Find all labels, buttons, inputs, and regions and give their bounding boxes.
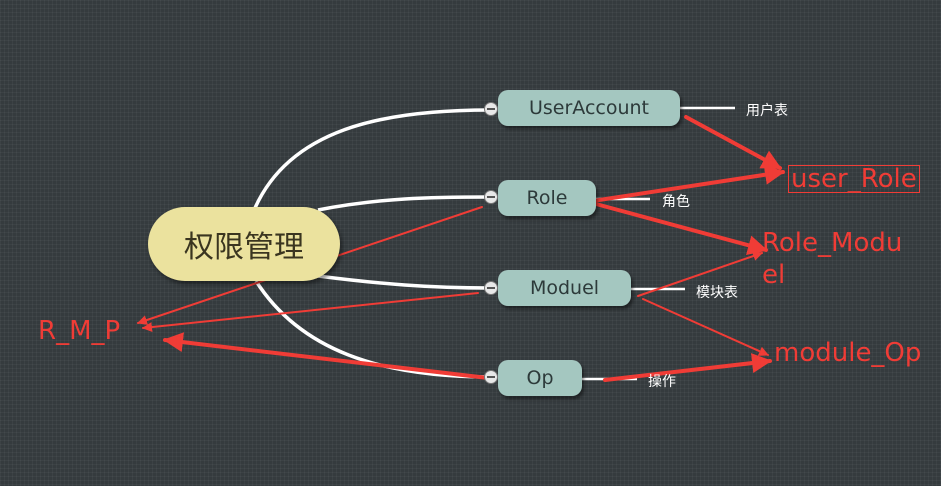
arrow-moduel-to-role-moduel — [637, 251, 763, 297]
arrow-op-to-r-m-p — [163, 332, 490, 380]
branch-role — [317, 195, 491, 212]
table-user-role: user_Role — [788, 165, 920, 193]
table-role-moduel: Role_Modu el — [762, 227, 902, 291]
note-useraccount: 用户表 — [746, 103, 788, 119]
branch-useraccount — [253, 108, 491, 209]
role-moduel-line-2: el — [762, 260, 786, 290]
role-moduel-line-1: Role_Modu — [762, 228, 903, 258]
note-role: 角色 — [662, 194, 690, 210]
arrow-moduel-to-module-op — [642, 298, 769, 356]
table-module-op: module_Op — [774, 338, 922, 368]
arrow-role-to-user-role — [584, 164, 785, 204]
collapse-moduel-icon[interactable] — [484, 281, 498, 295]
node-role[interactable]: Role — [498, 180, 596, 216]
note-moduel: 模块表 — [696, 285, 738, 301]
collapse-role-icon[interactable] — [484, 190, 498, 204]
note-op: 操作 — [648, 374, 676, 390]
arrow-role-to-role-moduel — [594, 202, 768, 255]
table-r-m-p: R_M_P — [38, 316, 121, 346]
branch-moduel — [317, 274, 491, 290]
root-topic[interactable]: 权限管理 — [148, 207, 340, 281]
arrow-useraccount-to-user-role — [684, 115, 782, 170]
user-role-text: user_Role — [788, 165, 920, 193]
node-op[interactable]: Op — [498, 360, 582, 396]
arrow-moduel-to-r-m-p — [142, 292, 479, 333]
collapse-useraccount-icon[interactable] — [484, 102, 498, 116]
branch-op — [254, 280, 491, 379]
arrow-op-to-module-op — [603, 353, 772, 382]
node-moduel[interactable]: Moduel — [498, 270, 631, 306]
collapse-op-icon[interactable] — [484, 370, 498, 384]
node-useraccount[interactable]: UserAccount — [498, 90, 680, 126]
